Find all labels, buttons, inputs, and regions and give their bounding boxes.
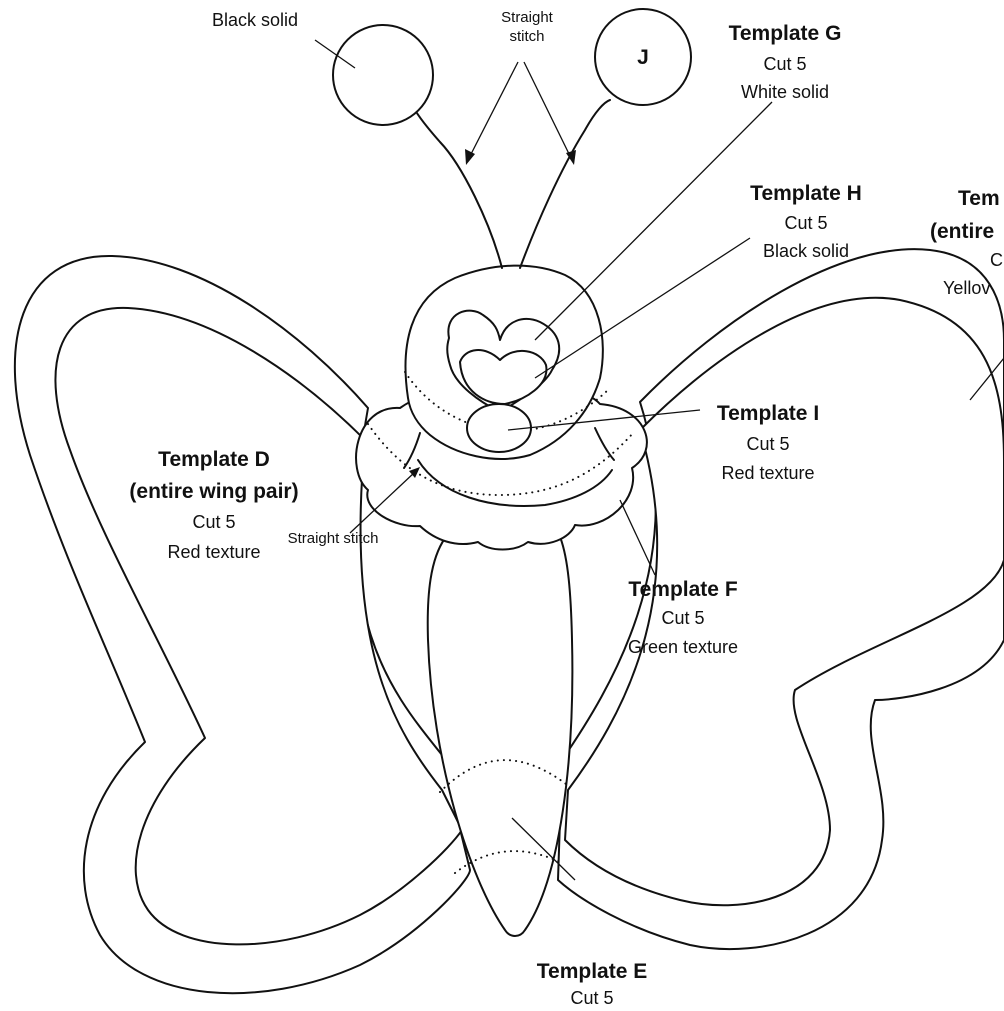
collar-dotted-line [367, 423, 635, 497]
right-wing-inner [564, 296, 1004, 907]
template-c-cut-partial: C [990, 250, 1003, 270]
arrowhead-stitch-left [465, 149, 475, 165]
antenna-right [519, 99, 611, 269]
leader-black-solid-top [314, 39, 356, 69]
collar-stitch-right [594, 427, 615, 461]
template-e-cut: Cut 5 [570, 988, 613, 1006]
template-h-title: Template H [750, 182, 862, 205]
leader-template-f [619, 499, 656, 576]
wing-pair [13, 248, 1004, 995]
collar-stitch-left [403, 432, 421, 469]
head-dotted-line [404, 371, 609, 434]
template-i-fabric: Red texture [721, 463, 814, 483]
template-g-title: Template G [729, 22, 842, 45]
template-f-title: Template F [628, 578, 737, 601]
template-f-fabric: Green texture [628, 637, 738, 657]
collar-smile-stitch [417, 459, 613, 507]
antenna-circle-right-j [594, 8, 692, 106]
body-dotted-line-upper [439, 759, 567, 793]
template-d-cut: Cut 5 [192, 512, 235, 532]
antenna-circle-left [332, 24, 434, 126]
leader-template-c [969, 357, 1004, 401]
arrowhead-stitch-right [566, 150, 576, 165]
template-d-title: Template D [158, 448, 270, 471]
template-f-cut: Cut 5 [661, 608, 704, 628]
label-straight-stitch-top-line2: stitch [509, 28, 544, 45]
arrow-stitch-right [523, 61, 573, 161]
body-piece [426, 512, 574, 937]
leader-template-h [534, 237, 751, 379]
template-g-cut: Cut 5 [763, 54, 806, 74]
arrow-stitch-left [467, 61, 519, 161]
template-c-title-partial: Tem [958, 187, 1000, 210]
antenna-left [414, 109, 503, 269]
template-d-fabric: Red texture [167, 542, 260, 562]
label-straight-stitch-mid: Straight stitch [288, 530, 379, 547]
arrow-stitch-mid [349, 471, 416, 534]
template-h-cut: Cut 5 [784, 213, 827, 233]
template-i-cut: Cut 5 [746, 434, 789, 454]
template-c-sub-partial: (entire [930, 220, 994, 243]
heart-inner [459, 349, 548, 405]
template-i-title: Template I [717, 402, 819, 425]
template-d-sub: (entire wing pair) [129, 480, 298, 503]
template-c-fabric-partial: Yellov [943, 278, 990, 298]
template-g-fabric: White solid [741, 82, 829, 102]
label-straight-stitch-top-line1: Straight [501, 9, 554, 26]
leader-template-i [507, 409, 701, 431]
template-e-title: Template E [537, 960, 647, 983]
leader-template-g [534, 101, 773, 341]
arrowhead-stitch-mid [409, 467, 420, 478]
label-black-solid-top: Black solid [212, 10, 298, 30]
leader-template-e [511, 817, 576, 881]
template-h-fabric: Black solid [763, 241, 849, 261]
label-circle-j: J [637, 46, 649, 69]
